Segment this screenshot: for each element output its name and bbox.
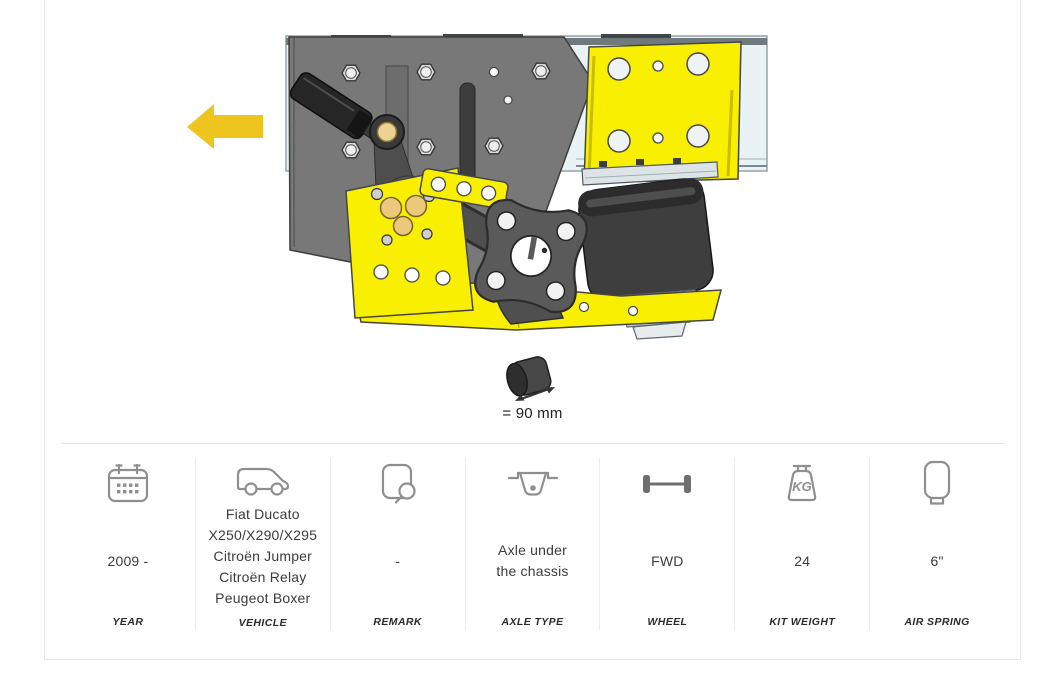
suspension-kit-illustration: = 90 mm — [45, 0, 1020, 443]
direction-arrow-icon — [187, 104, 263, 149]
svg-text:KG: KG — [792, 479, 812, 494]
air-spring-icon — [920, 458, 954, 510]
spec-value-kit-weight: 24 — [794, 552, 811, 569]
bracket-top-strip — [419, 168, 509, 210]
plate-bolts — [341, 62, 551, 159]
main-mounting-plate — [345, 167, 474, 319]
spec-column-kit-weight: KG 24 KIT WEIGHT — [734, 458, 869, 630]
spec-value-remark: - — [395, 552, 401, 569]
van-icon — [233, 458, 293, 500]
section-divider — [61, 443, 1004, 444]
scale-marker: = 90 mm — [45, 348, 1020, 422]
spec-column-year: 2009 - YEAR — [61, 458, 195, 630]
axle-under-chassis-icon — [506, 458, 560, 510]
air-spring-top-plate — [581, 158, 719, 186]
spec-column-air-spring: 6" AIR SPRING — [869, 458, 1004, 630]
document-search-icon — [378, 458, 418, 510]
spec-value-air-spring: 6" — [930, 552, 944, 569]
calendar-icon — [106, 458, 150, 510]
spec-label-air-spring: AIR SPRING — [904, 616, 970, 628]
air-spring-bellows — [578, 178, 714, 302]
kg-weight-icon: KG — [778, 458, 826, 510]
spec-label-vehicle: VEHICLE — [238, 617, 287, 629]
spec-label-axle-type: AXLE TYPE — [501, 616, 564, 628]
suspension-kit-drawing — [187, 34, 768, 340]
spec-row: 2009 - YEAR Fiat Ducato X250/X290/X295 C… — [61, 444, 1004, 630]
spec-value-vehicle: Fiat Ducato X250/X290/X295 Citroën Jumpe… — [208, 506, 318, 606]
product-spec-card: = 90 mm 2009 - YEAR — [44, 0, 1021, 660]
axle-wheels-icon — [639, 458, 695, 510]
spec-label-remark: REMARK — [373, 616, 422, 628]
axle-flange — [474, 198, 588, 314]
spec-label-kit-weight: KIT WEIGHT — [769, 616, 836, 628]
spec-value-axle-type: Axle under the chassis — [496, 542, 569, 579]
spec-label-wheel: WHEEL — [647, 616, 688, 628]
scale-note-text: = 90 mm — [502, 405, 563, 422]
spec-value-year: 2009 - — [107, 552, 149, 569]
spec-column-vehicle: Fiat Ducato X250/X290/X295 Citroën Jumpe… — [194, 458, 330, 630]
spec-label-year: YEAR — [112, 616, 144, 628]
spec-value-wheel: FWD — [651, 552, 684, 569]
air-spring-bracket — [583, 41, 742, 184]
bushing-cylinder-icon — [505, 356, 555, 401]
spec-column-wheel: FWD WHEEL — [599, 458, 734, 630]
spec-column-remark: - REMARK — [329, 458, 465, 630]
spec-column-axle-type: Axle under the chassis AXLE TYPE — [464, 458, 600, 630]
